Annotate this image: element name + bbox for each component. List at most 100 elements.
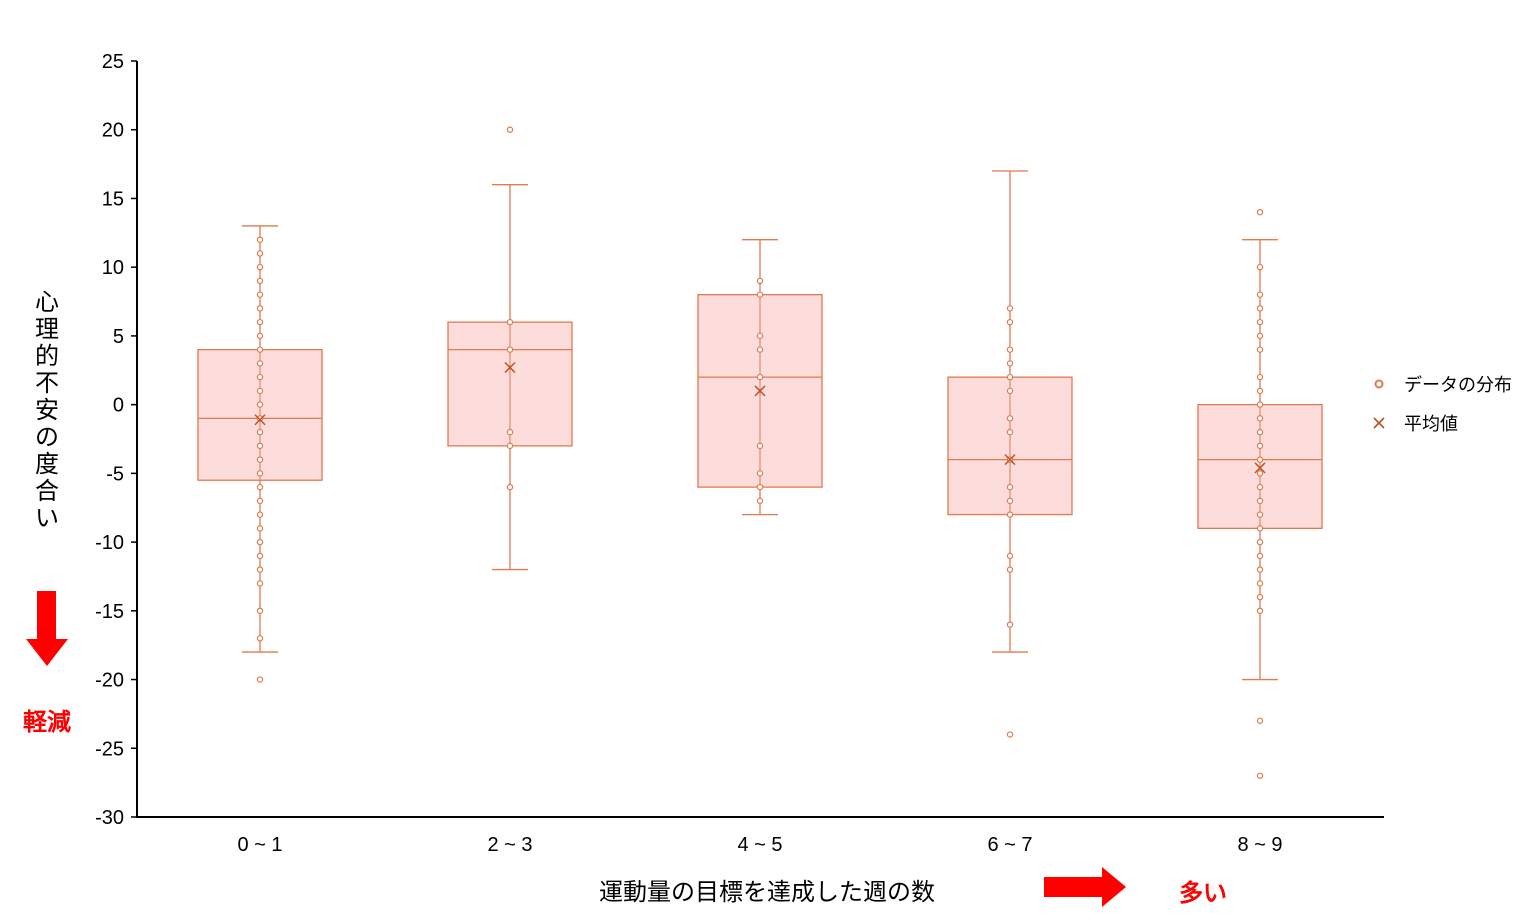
- data-point: [506, 318, 514, 326]
- data-point: [1256, 442, 1264, 450]
- y-tick-label: -25: [95, 738, 124, 760]
- data-point: [256, 538, 264, 546]
- data-point: [1256, 208, 1264, 216]
- data-point: [256, 291, 264, 298]
- data-point: [256, 360, 264, 367]
- data-point: [506, 346, 514, 353]
- y-tick-label: 20: [102, 120, 124, 142]
- data-point: [256, 497, 264, 505]
- y-axis-title-char: 的: [35, 342, 59, 370]
- data-point: [1256, 401, 1264, 408]
- data-point: [256, 566, 264, 573]
- data-point: [1256, 538, 1264, 546]
- data-point: [1256, 525, 1264, 532]
- data-point: [1006, 621, 1014, 628]
- data-point: [506, 483, 514, 491]
- data-point: [1256, 291, 1264, 298]
- data-point: [1256, 607, 1264, 615]
- data-point: [1006, 483, 1014, 491]
- data-point: [256, 483, 264, 491]
- data-point: [256, 387, 264, 395]
- x-tick-label: 4 ~ 5: [737, 834, 782, 856]
- data-point: [1006, 497, 1014, 505]
- x-direction-note: 多い: [1179, 879, 1227, 907]
- data-point: [1006, 305, 1014, 312]
- data-point: [1006, 346, 1014, 353]
- y-axis-title-char: の: [35, 423, 59, 451]
- data-point: [256, 635, 264, 642]
- y-tick-label: -20: [95, 670, 124, 692]
- legend-mean-label: 平均値: [1404, 414, 1458, 435]
- y-tick-label: -10: [95, 532, 124, 554]
- data-point: [256, 305, 264, 312]
- mean-marker-stroke: [754, 385, 766, 397]
- legend-point-marker: [1374, 379, 1384, 389]
- data-point: [1256, 387, 1264, 395]
- y-axis-title: 心理的不安の度合い: [35, 288, 59, 532]
- box-group-1: [197, 225, 323, 683]
- data-point: [506, 442, 514, 450]
- data-point: [1006, 552, 1014, 560]
- mean-marker-stroke: [254, 414, 266, 426]
- data-point: [1256, 263, 1264, 271]
- data-point: [506, 126, 514, 133]
- data-point: [1256, 415, 1264, 422]
- data-point: [1006, 318, 1014, 326]
- data-point: [1256, 772, 1264, 779]
- data-point: [256, 332, 264, 340]
- box-group-5: [1197, 208, 1323, 779]
- mean-marker: [254, 414, 266, 426]
- data-point: [256, 470, 264, 477]
- data-point: [256, 442, 264, 450]
- data-point: [1256, 428, 1264, 436]
- y-direction-note: 軽減: [23, 708, 71, 736]
- data-point: [1006, 373, 1014, 381]
- data-point: [1256, 318, 1264, 326]
- x-tick-label: 0 ~ 1: [237, 834, 282, 856]
- y-axis-title-char: 合: [35, 477, 59, 505]
- data-point: [1006, 731, 1014, 738]
- y-axis-title-char: い: [35, 504, 59, 532]
- data-point: [1256, 717, 1264, 724]
- y-axis-title-char: 安: [35, 396, 59, 424]
- data-point: [756, 442, 764, 450]
- mean-marker: [504, 361, 516, 374]
- data-point: [1256, 373, 1264, 381]
- y-tick-label: 0: [113, 395, 124, 417]
- y-axis-title-char: 理: [35, 315, 59, 343]
- data-point: [1256, 456, 1264, 463]
- y-tick-label: -15: [95, 601, 124, 623]
- data-point: [256, 346, 264, 353]
- data-point: [256, 263, 264, 271]
- box-group-2: [447, 126, 573, 571]
- legend-points-label: データの分布: [1404, 375, 1512, 396]
- data-point: [256, 580, 264, 587]
- mean-marker: [1254, 462, 1266, 474]
- data-point: [256, 415, 264, 422]
- y-tick-label: -30: [95, 807, 124, 829]
- y-tick-label: 25: [102, 51, 124, 73]
- data-point: [1006, 428, 1014, 436]
- box-group-4: [947, 170, 1073, 738]
- data-point: [756, 483, 764, 491]
- data-point: [756, 332, 764, 340]
- data-point: [256, 607, 264, 615]
- data-point: [256, 676, 264, 683]
- data-point: [256, 456, 264, 463]
- data-point: [256, 428, 264, 436]
- data-point: [256, 277, 264, 285]
- mean-marker: [754, 385, 766, 397]
- y-axis-title-char: 度: [35, 450, 59, 478]
- data-point: [1256, 566, 1264, 573]
- data-point: [256, 552, 264, 560]
- mean-marker-stroke: [504, 361, 516, 374]
- data-point: [756, 346, 764, 353]
- data-point: [256, 525, 264, 532]
- data-point: [1256, 580, 1264, 587]
- data-point: [756, 291, 764, 298]
- data-point: [256, 401, 264, 408]
- y-axis-title-char: 不: [35, 369, 59, 397]
- data-point: [1256, 552, 1264, 560]
